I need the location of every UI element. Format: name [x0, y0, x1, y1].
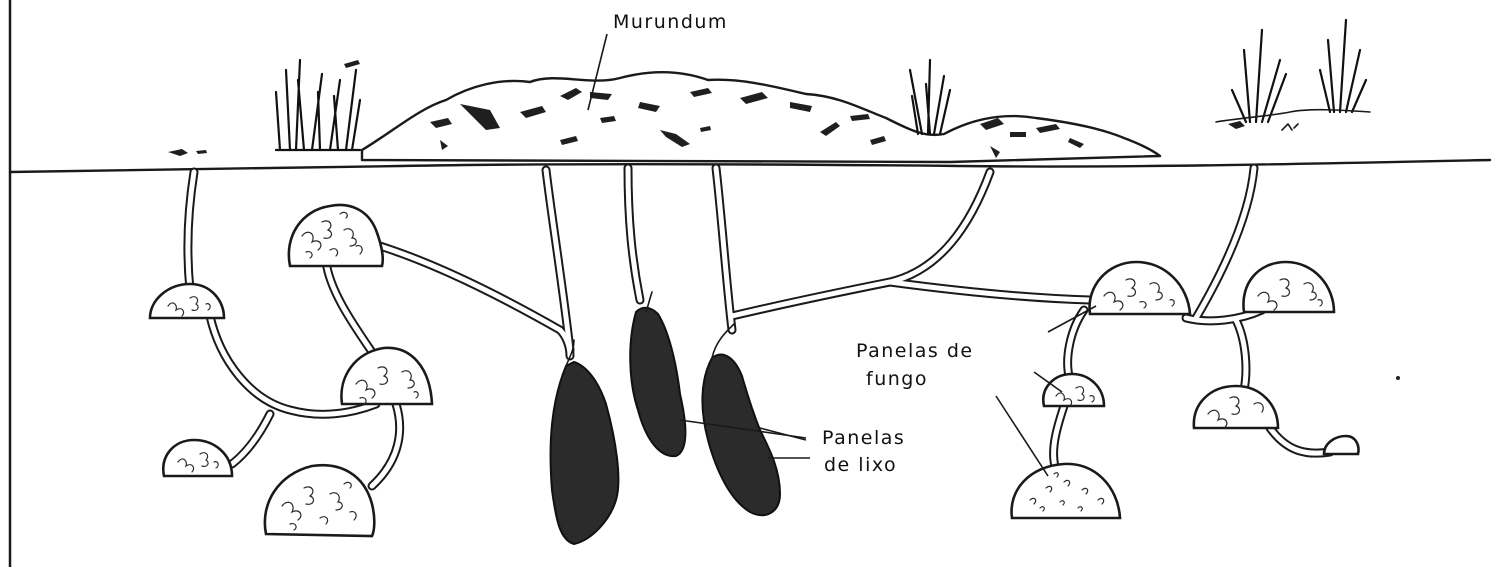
mound — [362, 72, 1160, 162]
waste-chambers-label-line1: Panelas — [822, 427, 905, 449]
waste-chambers-label-line2: de lixo — [824, 454, 897, 476]
grass-icon — [910, 60, 950, 134]
fungus-chamber — [1324, 436, 1359, 454]
fungus-chambers-label-line2: fungo — [866, 368, 928, 390]
fungus-chamber — [1043, 374, 1104, 406]
waste-chambers — [551, 292, 780, 544]
waste-leader-line — [760, 428, 806, 440]
fungus-chamber — [1194, 386, 1278, 428]
waste-chamber — [702, 355, 780, 516]
waste-chamber — [551, 362, 619, 544]
fungus-chamber — [150, 284, 224, 318]
speck — [1396, 376, 1400, 380]
fungus-chamber — [163, 440, 232, 476]
mound-label: Murundum — [613, 11, 728, 33]
fungus-chamber — [1012, 464, 1120, 518]
fungus-leader-line — [996, 396, 1048, 476]
fungus-chambers-label-line1: Panelas de — [856, 340, 974, 362]
fungus-chamber — [265, 465, 374, 536]
fungus-chamber — [1243, 262, 1334, 312]
fungus-chamber — [1090, 262, 1190, 314]
grass-icon — [1216, 20, 1370, 130]
grass-icon — [276, 60, 360, 150]
waste-chamber — [630, 308, 685, 456]
